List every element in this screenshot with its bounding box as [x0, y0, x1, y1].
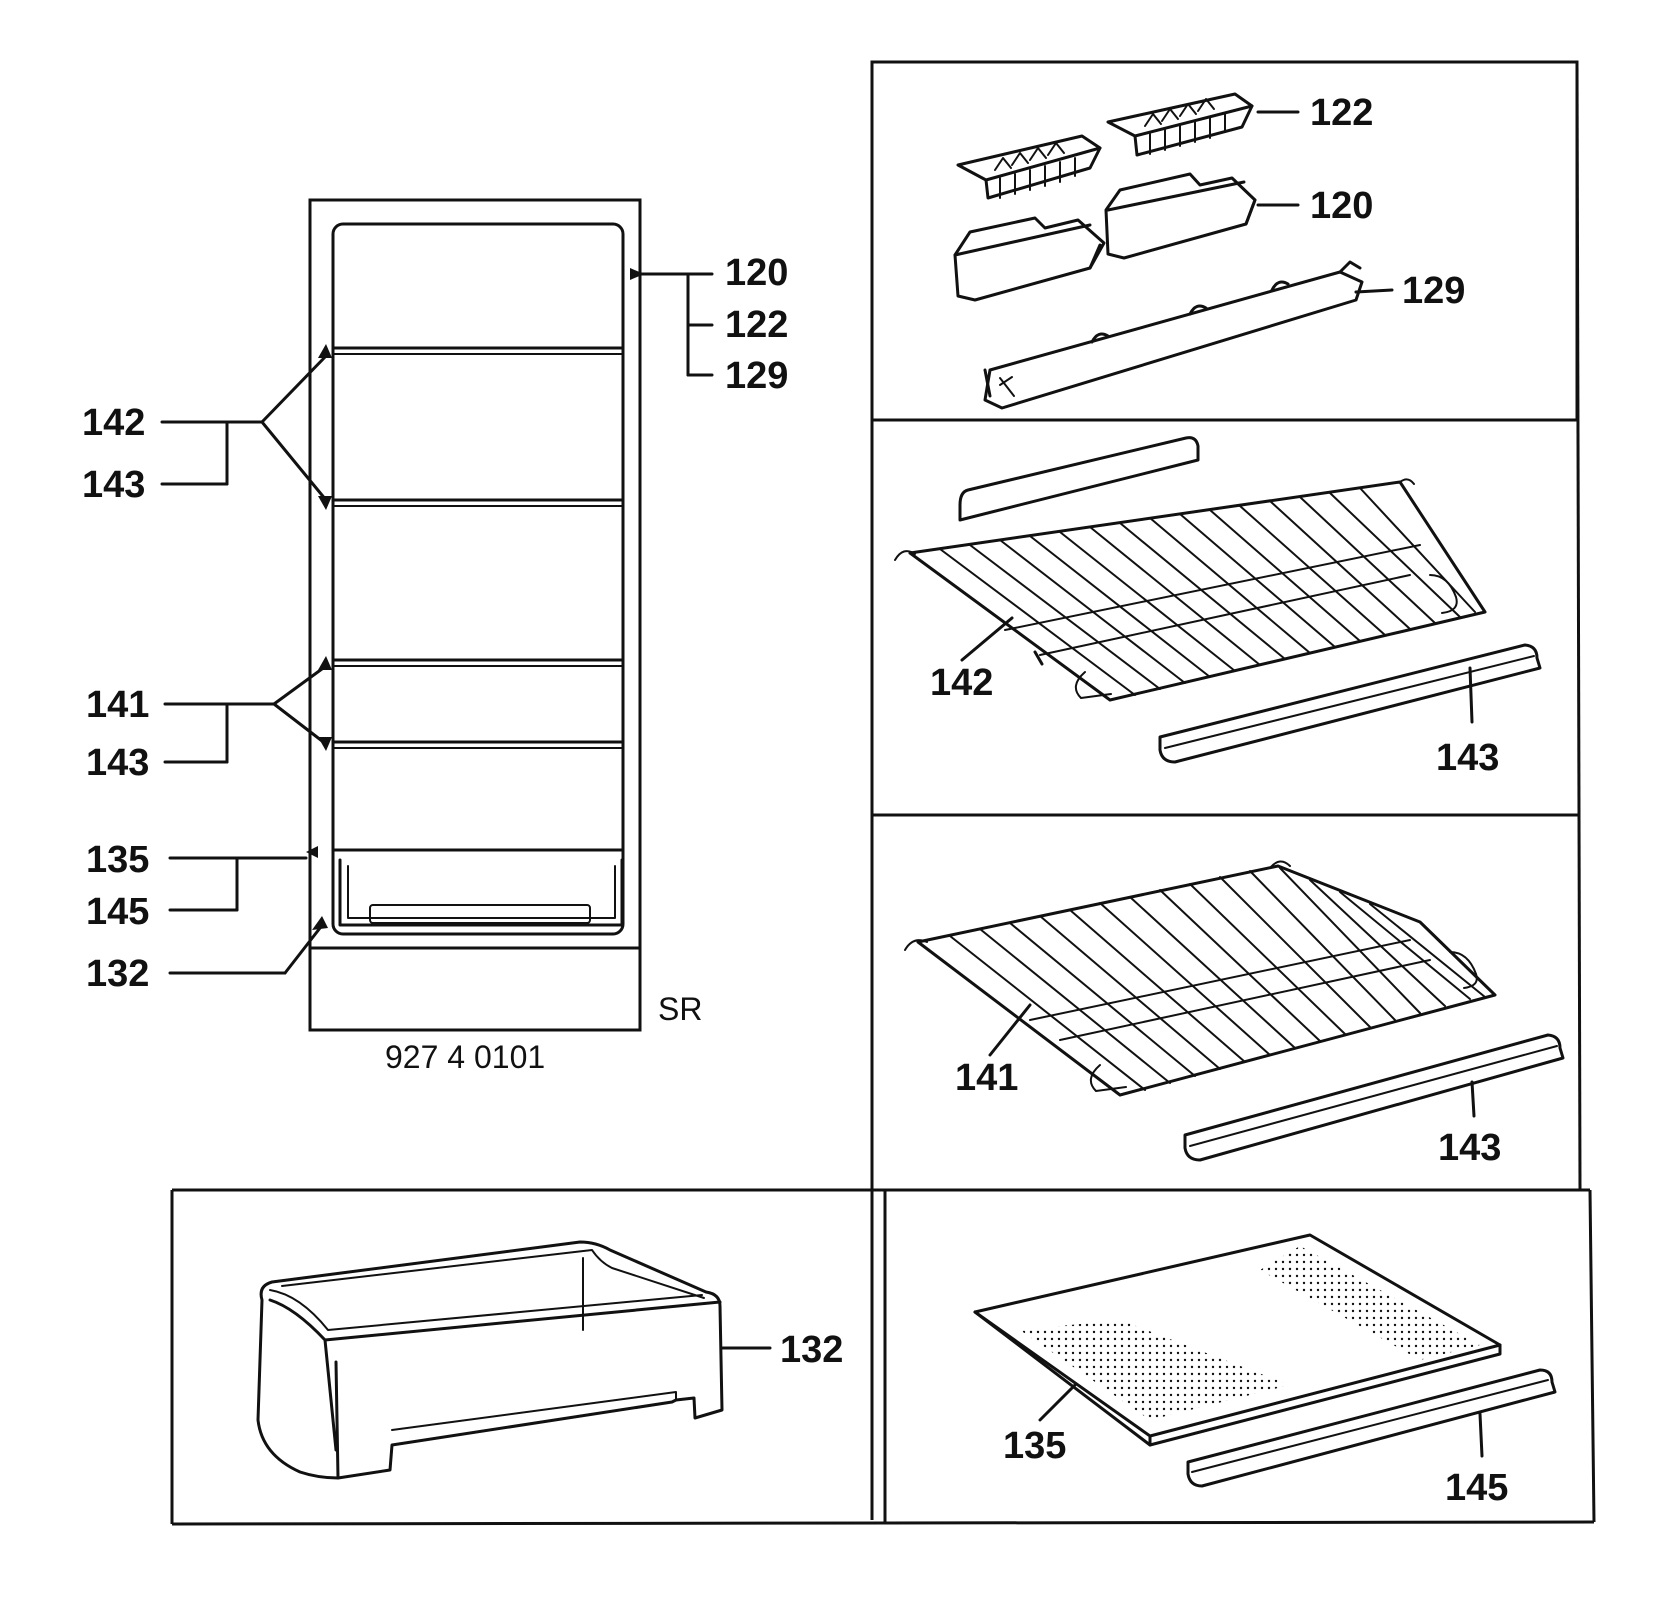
cabinet-outline	[308, 198, 642, 1032]
egg-tray-left	[956, 134, 1102, 200]
shelf-142-wires	[939, 487, 1476, 696]
cabinet-label-122: 122	[725, 304, 788, 346]
cabinet-crisper	[338, 858, 624, 927]
door-parts-panel	[953, 92, 1394, 410]
cabinet-shelves	[331, 346, 625, 852]
cabinet-label-141: 141	[86, 684, 149, 726]
cabinet-label-132: 132	[86, 953, 149, 995]
panel-label-141: 141	[955, 1057, 1018, 1099]
glass-shelf-135	[973, 1233, 1502, 1447]
cabinet-label-129: 129	[725, 355, 788, 397]
cabinet-drawing	[306, 198, 644, 1032]
cabinet-leaders	[160, 272, 714, 975]
panel-label-120: 120	[1310, 185, 1373, 227]
door-bin-right	[1104, 172, 1257, 260]
shelf-141-wires	[949, 867, 1486, 1091]
cabinet-label-120: 120	[725, 252, 788, 294]
variant-code: SR	[658, 991, 702, 1027]
panel-label-122: 122	[1310, 92, 1373, 134]
cabinet-liner	[331, 222, 625, 936]
panel-frames	[170, 60, 1596, 1526]
door-rail	[983, 260, 1364, 410]
panel-label-142: 142	[930, 662, 993, 704]
panel-label-143-upper: 143	[1436, 737, 1499, 779]
cabinet-label-143-upper: 143	[82, 464, 145, 506]
cabinet-label-135: 135	[86, 839, 149, 881]
cabinet-label-145: 145	[86, 891, 149, 933]
shelf-support-profile-145	[1186, 1368, 1557, 1488]
panel-label-145: 145	[1445, 1467, 1508, 1509]
door-bin-left	[953, 216, 1106, 302]
model-number: 927 4 0101	[385, 1039, 545, 1075]
shelf-support-profile-143a	[1158, 643, 1542, 764]
crisper-drawer-132	[256, 1240, 772, 1480]
rail-mount-marker	[630, 268, 644, 280]
panel-label-143-lower: 143	[1438, 1127, 1501, 1169]
cabinet-label-142: 142	[82, 402, 145, 444]
wire-shelf-141	[904, 860, 1565, 1162]
wire-shelf-142	[894, 436, 1542, 764]
panel-label-132: 132	[780, 1329, 843, 1371]
shelf-support-profile-143b	[1183, 1033, 1565, 1162]
panel-label-129: 129	[1402, 270, 1465, 312]
panel-label-135: 135	[1003, 1425, 1066, 1467]
cabinet-label-143-lower: 143	[86, 742, 149, 784]
egg-tray-right	[1106, 92, 1254, 157]
